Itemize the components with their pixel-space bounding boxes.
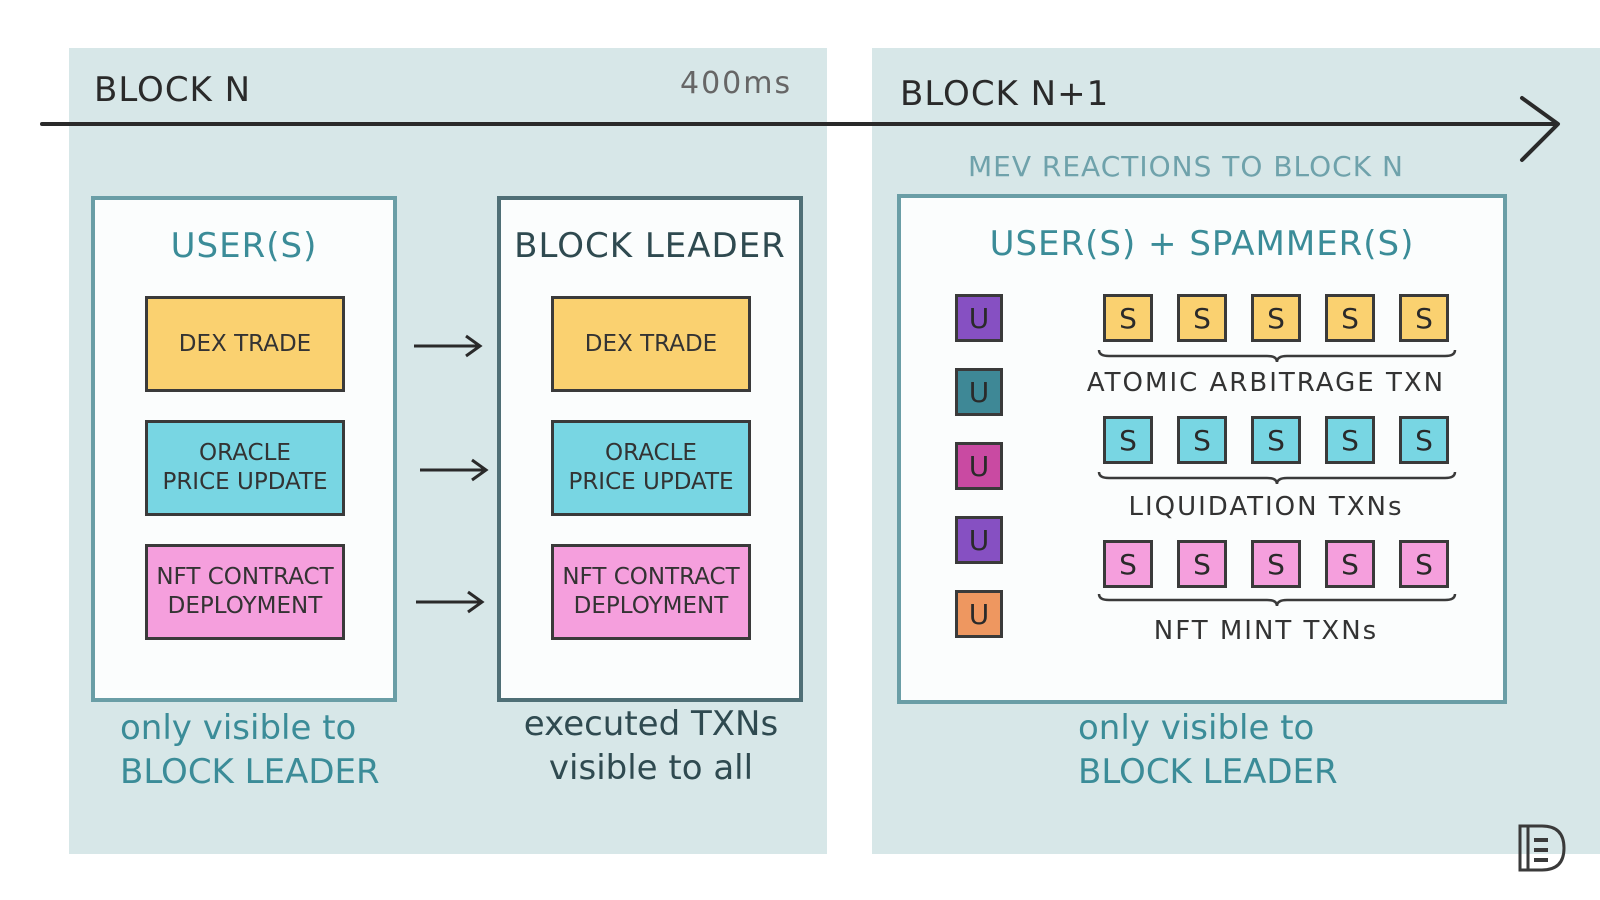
arrow-right-icon: [416, 590, 485, 614]
block-leader-card: BLOCK LEADER DEX TRADE ORACLE PRICE UPDA…: [497, 196, 803, 702]
dex-trade-tx: DEX TRADE: [551, 296, 751, 392]
user-tx-box: U: [955, 442, 1003, 490]
spam-caption-line1: only visible to: [1078, 708, 1315, 748]
oracle-price-update-tx: ORACLE PRICE UPDATE: [145, 420, 345, 516]
block-n1-label: BLOCK N+1: [900, 74, 1110, 114]
user-tx-box: U: [955, 516, 1003, 564]
spammer-tx-box: S: [1177, 416, 1227, 464]
user-tx-box: U: [955, 590, 1003, 638]
arrow-right-icon: [414, 334, 483, 358]
spammer-tx-box: S: [1103, 416, 1153, 464]
atomic-arbitrage-label: ATOMIC ARBITRAGE TXN: [1086, 368, 1446, 398]
dex-trade-tx: DEX TRADE: [145, 296, 345, 392]
users-caption-line1: only visible to: [120, 708, 357, 748]
spammer-tx-box: S: [1325, 416, 1375, 464]
brace-icon: [1097, 349, 1457, 363]
leader-caption: executed TXNs visible to all: [506, 702, 796, 790]
user-tx-box: U: [955, 368, 1003, 416]
oracle-price-update-tx: ORACLE PRICE UPDATE: [551, 420, 751, 516]
nft-contract-deployment-tx: NFT CONTRACT DEPLOYMENT: [145, 544, 345, 640]
spammer-tx-box: S: [1399, 294, 1449, 342]
spammer-tx-box: S: [1251, 416, 1301, 464]
users-card: USER(S) DEX TRADE ORACLE PRICE UPDATE NF…: [91, 196, 397, 702]
block-leader-card-title: BLOCK LEADER: [514, 226, 786, 266]
brace-icon: [1097, 471, 1457, 485]
spam-caption: only visible to BLOCK LEADER: [1078, 706, 1338, 794]
users-caption-line2: BLOCK LEADER: [120, 752, 380, 792]
users-card-title: USER(S): [170, 226, 318, 266]
leader-caption-line1: executed TXNs: [523, 704, 779, 744]
spammer-tx-box: S: [1103, 540, 1153, 588]
spammer-tx-box: S: [1177, 540, 1227, 588]
spammer-tx-box: S: [1325, 540, 1375, 588]
arrow-right-icon: [420, 458, 489, 482]
spammer-tx-box: S: [1399, 416, 1449, 464]
nft-contract-deployment-tx: NFT CONTRACT DEPLOYMENT: [551, 544, 751, 640]
leader-caption-line2: visible to all: [548, 748, 754, 788]
spam-caption-line2: BLOCK LEADER: [1078, 752, 1338, 792]
spammer-tx-box: S: [1399, 540, 1449, 588]
user-tx-box: U: [955, 294, 1003, 342]
spammer-tx-box: S: [1251, 540, 1301, 588]
block-duration-label: 400ms: [680, 66, 793, 101]
publisher-logo-icon: [1518, 824, 1566, 872]
spammer-tx-box: S: [1177, 294, 1227, 342]
spammer-tx-box: S: [1325, 294, 1375, 342]
spammer-tx-box: S: [1103, 294, 1153, 342]
nft-mint-label: NFT MINT TXNs: [1153, 616, 1379, 646]
block-n-label: BLOCK N: [94, 70, 252, 110]
brace-icon: [1097, 593, 1457, 607]
users-caption: only visible to BLOCK LEADER: [120, 706, 380, 794]
spammer-tx-box: S: [1251, 294, 1301, 342]
liquidation-label: LIQUIDATION TXNs: [1128, 492, 1404, 522]
mev-reactions-title: MEV REACTIONS TO BLOCK N: [968, 150, 1404, 183]
users-spammers-card-title: USER(S) + SPAMMER(S): [989, 224, 1415, 264]
